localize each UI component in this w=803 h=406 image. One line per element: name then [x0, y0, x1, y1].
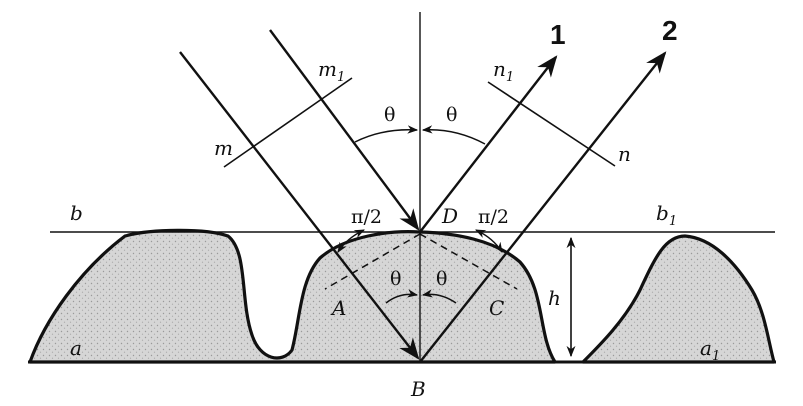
- label-m1: m1: [318, 57, 345, 85]
- right-angle-label-right: π/2: [478, 206, 509, 228]
- plane-label-b1-main: b: [656, 201, 669, 225]
- wavefront-n-n1: [487, 81, 616, 167]
- reflected-ray-1: [419, 55, 558, 233]
- label-n1-main: n: [493, 57, 506, 81]
- theta-arc-lower-right: [421, 289, 457, 304]
- surface-label-a1-sub: 1: [712, 349, 720, 364]
- plane-label-b1-sub: 1: [669, 214, 677, 229]
- theta-arc-lower-left: [385, 289, 419, 304]
- theta-lower-right: θ: [436, 268, 447, 290]
- reflected-ray-2: [419, 51, 667, 363]
- incident-ray-outer: [179, 51, 420, 360]
- point-label-a: A: [330, 296, 346, 320]
- point-label-d: D: [441, 204, 458, 228]
- surface-label-a1: a1: [700, 336, 720, 364]
- point-label-c: C: [489, 296, 504, 320]
- label-n1-sub: 1: [506, 70, 514, 85]
- label-n: n: [618, 142, 631, 166]
- surface-bump-left: [28, 228, 557, 364]
- surface-bump-right: [581, 234, 776, 364]
- plane-label-b1: b1: [656, 201, 677, 229]
- surface-label-a1-main: a: [700, 336, 712, 360]
- height-label: h: [548, 286, 561, 310]
- theta-upper-left: θ: [384, 104, 395, 126]
- label-m1-sub: 1: [337, 70, 345, 85]
- plane-label-b: b: [70, 201, 83, 225]
- theta-arc-upper-left: [354, 125, 419, 143]
- label-n1: n1: [493, 57, 514, 85]
- right-angle-arc-left: [337, 229, 365, 253]
- dashed-d-c: [419, 233, 518, 290]
- surface-label-a: a: [70, 336, 82, 360]
- label-m: m: [214, 136, 233, 160]
- theta-arc-upper-right: [421, 125, 486, 145]
- right-angle-label-left: π/2: [351, 206, 382, 228]
- dashed-d-a: [324, 233, 421, 290]
- point-label-b: B: [410, 377, 426, 401]
- theta-lower-left: θ: [390, 268, 401, 290]
- wavefront-m-m1: [223, 77, 353, 168]
- ray-label-2: 2: [662, 15, 678, 46]
- theta-upper-right: θ: [446, 104, 457, 126]
- incident-ray-inner: [269, 29, 420, 231]
- right-angle-arc-right: [475, 229, 503, 253]
- label-m1-main: m: [318, 57, 337, 81]
- ray-label-1: 1: [550, 19, 566, 50]
